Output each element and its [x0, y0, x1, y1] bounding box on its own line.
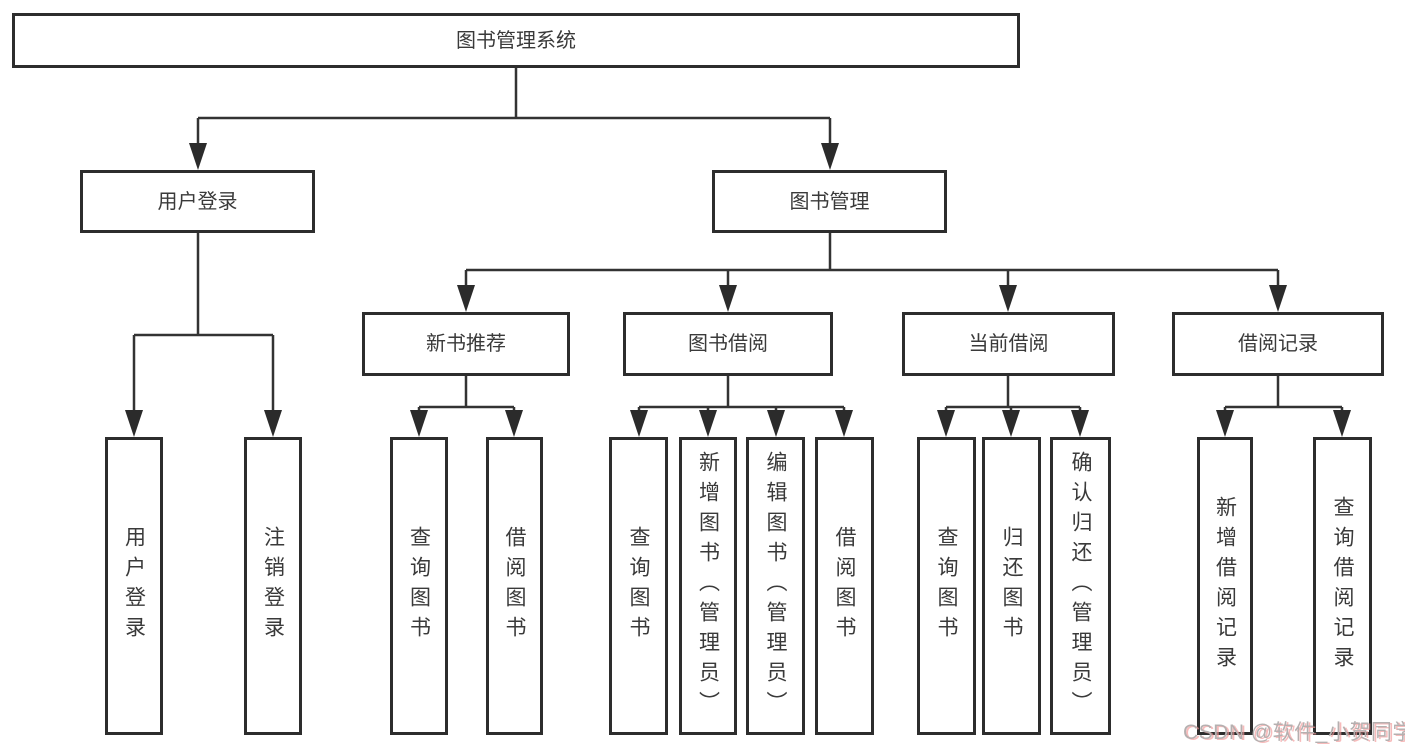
leaf-query-books-recommend: 查询图书	[390, 437, 448, 735]
arrowhead-down-icon	[835, 410, 853, 437]
arrowhead-down-icon	[410, 410, 428, 437]
arrowhead-down-icon	[264, 410, 282, 437]
leaf-logout: 注销登录	[244, 437, 302, 735]
arrowhead-down-icon	[999, 285, 1017, 312]
arrowhead-down-icon	[821, 143, 839, 170]
arrowhead-down-icon	[1002, 410, 1020, 437]
leaf-user-login: 用户登录	[105, 437, 163, 735]
node-current-borrow: 当前借阅	[902, 312, 1115, 376]
leaf-add-book-admin: 新增图书（管理员）	[679, 437, 737, 735]
arrowhead-down-icon	[505, 410, 523, 437]
node-new-book-recommend: 新书推荐	[362, 312, 570, 376]
node-borrow-records: 借阅记录	[1172, 312, 1384, 376]
leaf-return-books: 归还图书	[982, 437, 1041, 735]
node-book-management: 图书管理	[712, 170, 947, 233]
arrowhead-down-icon	[767, 410, 785, 437]
arrowhead-down-icon	[630, 410, 648, 437]
arrowhead-down-icon	[189, 143, 207, 170]
leaf-confirm-return-admin: 确认归还（管理员）	[1050, 437, 1111, 735]
node-root-system: 图书管理系统	[12, 13, 1020, 68]
node-book-borrow: 图书借阅	[623, 312, 833, 376]
arrowhead-down-icon	[719, 285, 737, 312]
arrowhead-down-icon	[1071, 410, 1089, 437]
arrowhead-down-icon	[699, 410, 717, 437]
leaf-borrow-books: 借阅图书	[815, 437, 874, 735]
leaf-add-borrow-record: 新增借阅记录	[1197, 437, 1253, 735]
arrowhead-down-icon	[125, 410, 143, 437]
arrowhead-down-icon	[1333, 410, 1351, 437]
leaf-edit-book-admin: 编辑图书（管理员）	[746, 437, 805, 735]
csdn-watermark: CSDN @软件_小贺同学	[1183, 721, 1405, 744]
leaf-borrow-books-recommend: 借阅图书	[486, 437, 543, 735]
leaf-query-borrow-record: 查询借阅记录	[1313, 437, 1372, 735]
leaf-query-books-borrow: 查询图书	[609, 437, 668, 735]
arrowhead-down-icon	[1269, 285, 1287, 312]
node-user-login: 用户登录	[80, 170, 315, 233]
arrowhead-down-icon	[1216, 410, 1234, 437]
arrowhead-down-icon	[457, 285, 475, 312]
leaf-query-books-current: 查询图书	[917, 437, 976, 735]
arrowhead-down-icon	[937, 410, 955, 437]
